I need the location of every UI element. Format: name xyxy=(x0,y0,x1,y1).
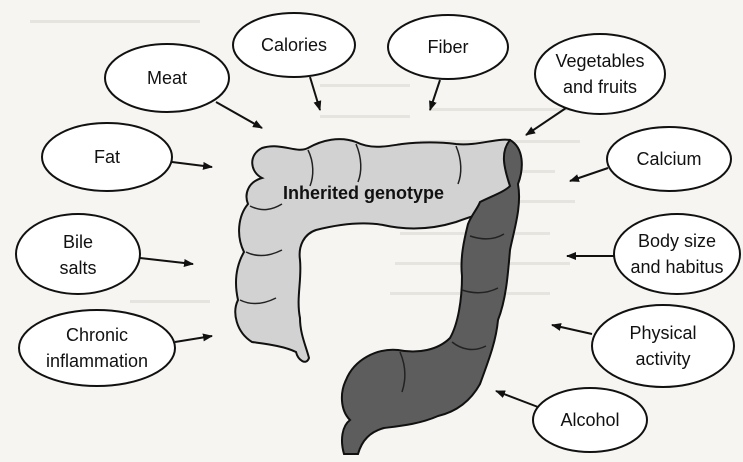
arrow-physical-activity xyxy=(552,325,592,334)
arrow-fiber xyxy=(430,80,440,110)
factor-chronic-inflammation: Chronic inflammation xyxy=(19,310,175,386)
factor-physical-label: Physical xyxy=(629,323,696,343)
factor-bile-label: Bile xyxy=(63,232,93,252)
factor-physical-activity: Physical activity xyxy=(592,305,734,387)
factor-chronic-label: Chronic xyxy=(66,325,128,345)
arrow-chronic-inflammation xyxy=(175,336,212,342)
factor-activity-label: activity xyxy=(635,349,690,369)
factor-calories: Calories xyxy=(233,13,355,77)
factor-habitus-label: and habitus xyxy=(630,257,723,277)
arrow-calcium xyxy=(570,168,608,181)
factor-fiber-label: Fiber xyxy=(427,37,468,57)
factor-vegetables-and-fruits: Vegetables and fruits xyxy=(535,34,665,114)
factor-body-size-and-habitus: Body size and habitus xyxy=(614,214,740,294)
factor-calcium-label: Calcium xyxy=(636,149,701,169)
arrow-bile-salts xyxy=(140,258,193,264)
factor-salts-label: salts xyxy=(59,258,96,278)
factor-and-fruits-label: and fruits xyxy=(563,77,637,97)
factor-bile-salts: Bile salts xyxy=(16,214,140,294)
factor-fat-label: Fat xyxy=(94,147,120,167)
arrow-fat xyxy=(172,162,212,167)
arrow-vegetables xyxy=(526,108,566,135)
factor-meat-label: Meat xyxy=(147,68,187,88)
factor-alcohol: Alcohol xyxy=(533,388,647,452)
inherited-genotype-label: Inherited genotype xyxy=(283,183,444,203)
arrow-alcohol xyxy=(496,391,538,407)
factor-vegetables-label: Vegetables xyxy=(555,51,644,71)
arrow-meat xyxy=(216,102,262,128)
factor-inflammation-label: inflammation xyxy=(46,351,148,371)
factor-fat: Fat xyxy=(42,123,172,191)
factor-calories-label: Calories xyxy=(261,35,327,55)
factor-fiber: Fiber xyxy=(388,15,508,79)
factor-alcohol-label: Alcohol xyxy=(560,410,619,430)
factor-body-size-label: Body size xyxy=(638,231,716,251)
factor-calcium: Calcium xyxy=(607,127,731,191)
arrow-calories xyxy=(310,77,320,110)
factor-meat: Meat xyxy=(105,44,229,112)
